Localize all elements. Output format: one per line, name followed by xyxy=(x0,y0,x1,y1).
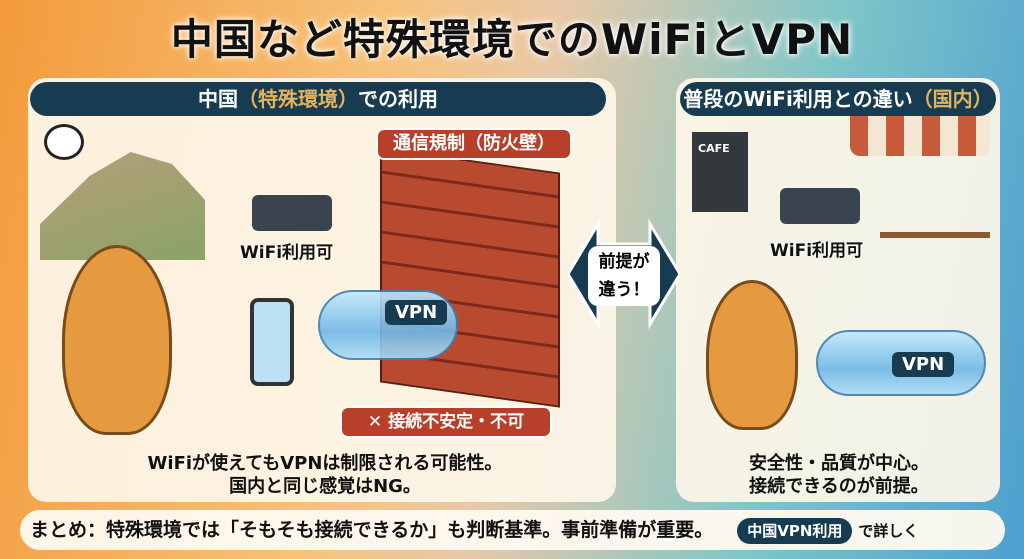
header-text: 普段のWiFi利用との違い xyxy=(683,87,913,111)
wifi-available-label: WiFi利用可 xyxy=(240,243,334,263)
header-text: 中国 xyxy=(198,87,238,111)
caption-line: 安全性・品質が中心。 xyxy=(749,453,929,474)
premise-differs-label: 前提が違う！ xyxy=(588,246,660,306)
header-highlight: （特殊環境） xyxy=(238,87,358,111)
phone-icon xyxy=(250,298,294,386)
firewall-illustration xyxy=(380,147,560,408)
premise-line: 前提が xyxy=(598,252,650,272)
caption-line: 国内と同じ感覚はNG。 xyxy=(229,476,421,497)
cafe-table xyxy=(880,232,990,292)
summary-text: まとめ：特殊環境では「そもそも接続できるか」も判断基準。事前準備が重要。 xyxy=(30,519,714,541)
china-vpn-link-button[interactable]: 中国VPN利用 xyxy=(737,518,853,544)
wifi-available-label: WiFi利用可 xyxy=(770,241,864,261)
caption-line: 接続できるのが前提。 xyxy=(749,476,929,497)
china-caption: WiFiが使えてもVPNは制限される可能性。国内と同じ感覚はNG。 xyxy=(60,452,590,498)
panda-icon xyxy=(44,124,84,160)
details-text: で詳しく xyxy=(858,522,919,540)
domestic-caption: 安全性・品質が中心。接続できるのが前提。 xyxy=(686,452,992,498)
caption-line: WiFiが使えてもVPNは制限される可能性。 xyxy=(147,453,503,474)
firewall-label: 通信規制（防火壁） xyxy=(376,128,572,160)
header-text: での利用 xyxy=(358,87,438,111)
vpn-label: VPN xyxy=(892,352,955,377)
router-icon xyxy=(780,188,860,224)
router-icon xyxy=(252,195,332,231)
vpn-tunnel xyxy=(816,330,986,396)
connection-error-label: ✕ 接続不安定・不可 xyxy=(340,406,552,438)
shiba-dog-with-phone xyxy=(706,280,798,430)
china-panel-header: 中国（特殊環境）での利用 xyxy=(30,82,606,116)
domestic-panel-header: 普段のWiFi利用との違い（国内） xyxy=(680,82,996,116)
vpn-label: VPN xyxy=(385,300,448,325)
premise-line: 違う！ xyxy=(598,280,650,300)
cafe-sign: CAFE xyxy=(692,132,748,212)
summary-bar: まとめ：特殊環境では「そもそも接続できるか」も判断基準。事前準備が重要。 中国VP… xyxy=(20,510,1005,550)
header-highlight: （国内） xyxy=(912,87,993,111)
shiba-dog-hero xyxy=(62,245,172,435)
page-title: 中国など特殊環境でのWiFiとVPN xyxy=(170,15,854,64)
cafe-awning xyxy=(850,116,990,156)
